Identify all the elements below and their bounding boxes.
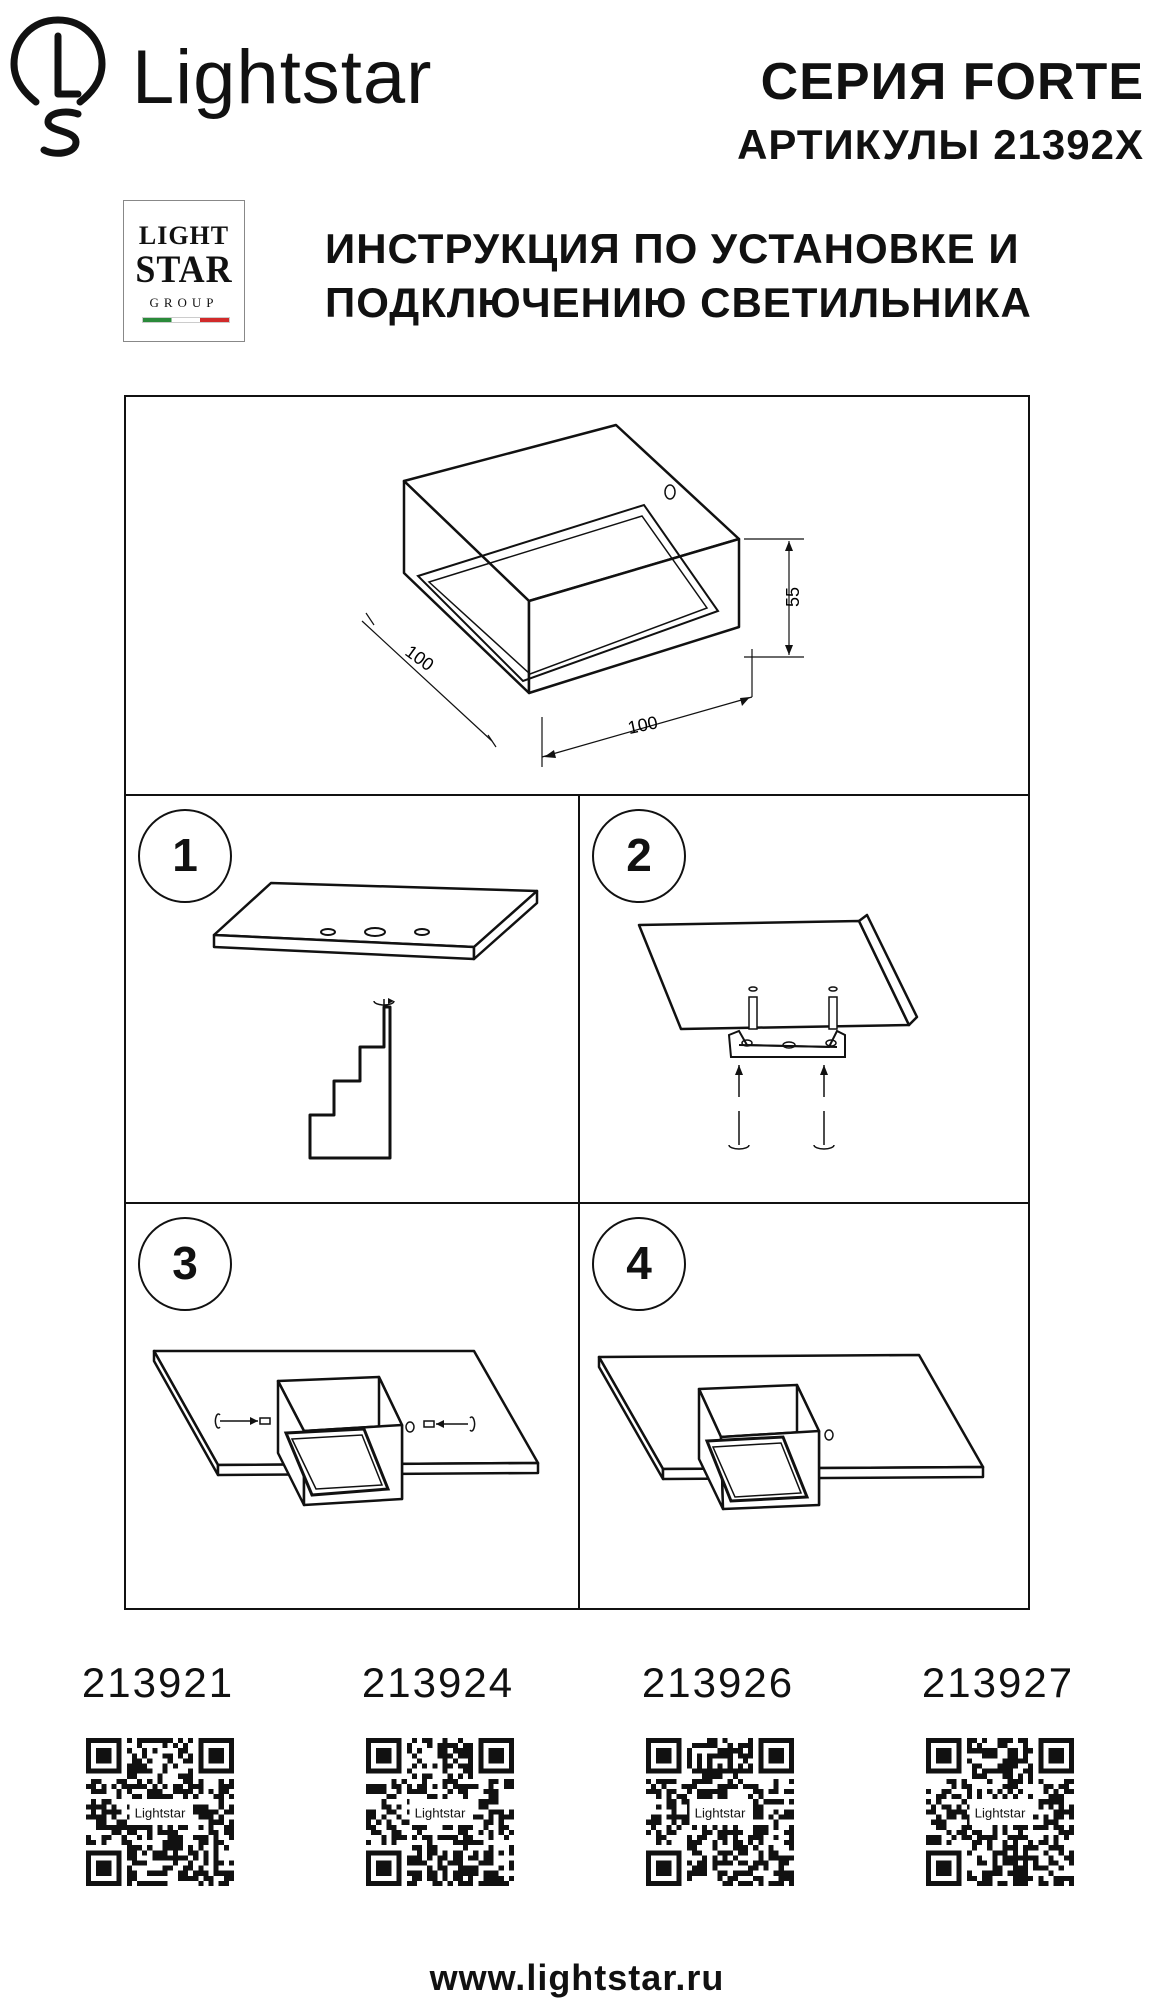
instruction-title: ИНСТРУКЦИЯ ПО УСТАНОВКЕ И ПОДКЛЮЧЕНИЮ СВ… — [325, 222, 1032, 330]
product-213921: 213921 Lightstar — [58, 1659, 258, 1886]
product-213927: 213927 Lightstar — [898, 1659, 1098, 1886]
product-213926: 213926 Lightstar — [618, 1659, 818, 1886]
step-3-number: 3 — [138, 1217, 232, 1311]
step-2-drawing — [637, 913, 919, 1150]
product-213924: 213924 Lightstar — [338, 1659, 538, 1886]
product-code: 213924 — [361, 1659, 515, 1706]
series-title: СЕРИЯ FORTE — [760, 53, 1144, 111]
articles-title: АРТИКУЛЫ 21392X — [737, 121, 1144, 168]
qr-brand-text: Lightstar — [135, 1806, 186, 1821]
product-code: 213926 — [641, 1659, 795, 1706]
step-4-number: 4 — [592, 1217, 686, 1311]
product-codes: 213921 Lightstar 213924 Lightstar 213926… — [58, 1662, 1118, 1912]
instruction-title-line1: ИНСТРУКЦИЯ ПО УСТАНОВКЕ И — [325, 225, 1020, 272]
group-logo-line2: STAR — [135, 247, 233, 291]
dim-depth-label: 100 — [401, 641, 437, 675]
step-3-drawing — [152, 1349, 540, 1507]
fixture-dimension-drawing: 55 100 100 — [361, 423, 804, 767]
italian-flag-stripe — [142, 317, 230, 323]
lightstar-bulb-logo-icon — [10, 16, 106, 157]
brand-name: Lightstar — [132, 35, 433, 120]
step-2-number: 2 — [592, 809, 686, 903]
step-1-number: 1 — [138, 809, 232, 903]
qr-code-icon: Lightstar — [366, 1738, 514, 1886]
installation-diagram: 55 100 100 1 2 — [124, 395, 1030, 1610]
group-logo-line3: GROUP — [149, 295, 219, 310]
qr-brand-text: Lightstar — [695, 1806, 746, 1821]
qr-code-icon: Lightstar — [646, 1738, 794, 1886]
qr-brand-text: Lightstar — [415, 1806, 466, 1821]
step-4-drawing — [597, 1353, 985, 1511]
instruction-title-line2: ПОДКЛЮЧЕНИЮ СВЕТИЛЬНИКА — [325, 279, 1032, 326]
product-code: 213927 — [921, 1659, 1075, 1706]
lightstar-group-logo: LIGHT STAR GROUP — [123, 200, 245, 342]
qr-code-icon: Lightstar — [926, 1738, 1074, 1886]
dim-height-label: 55 — [783, 587, 803, 607]
diagram-grid — [124, 395, 1030, 1610]
product-code: 213921 — [81, 1659, 235, 1706]
qr-brand-text: Lightstar — [975, 1806, 1026, 1821]
qr-code-icon: Lightstar — [86, 1738, 234, 1886]
step-1-drawing — [212, 881, 539, 1160]
website-url[interactable]: www.lightstar.ru — [429, 1957, 725, 1998]
dim-width-label: 100 — [626, 712, 660, 738]
group-logo-line1: LIGHT — [138, 221, 230, 250]
